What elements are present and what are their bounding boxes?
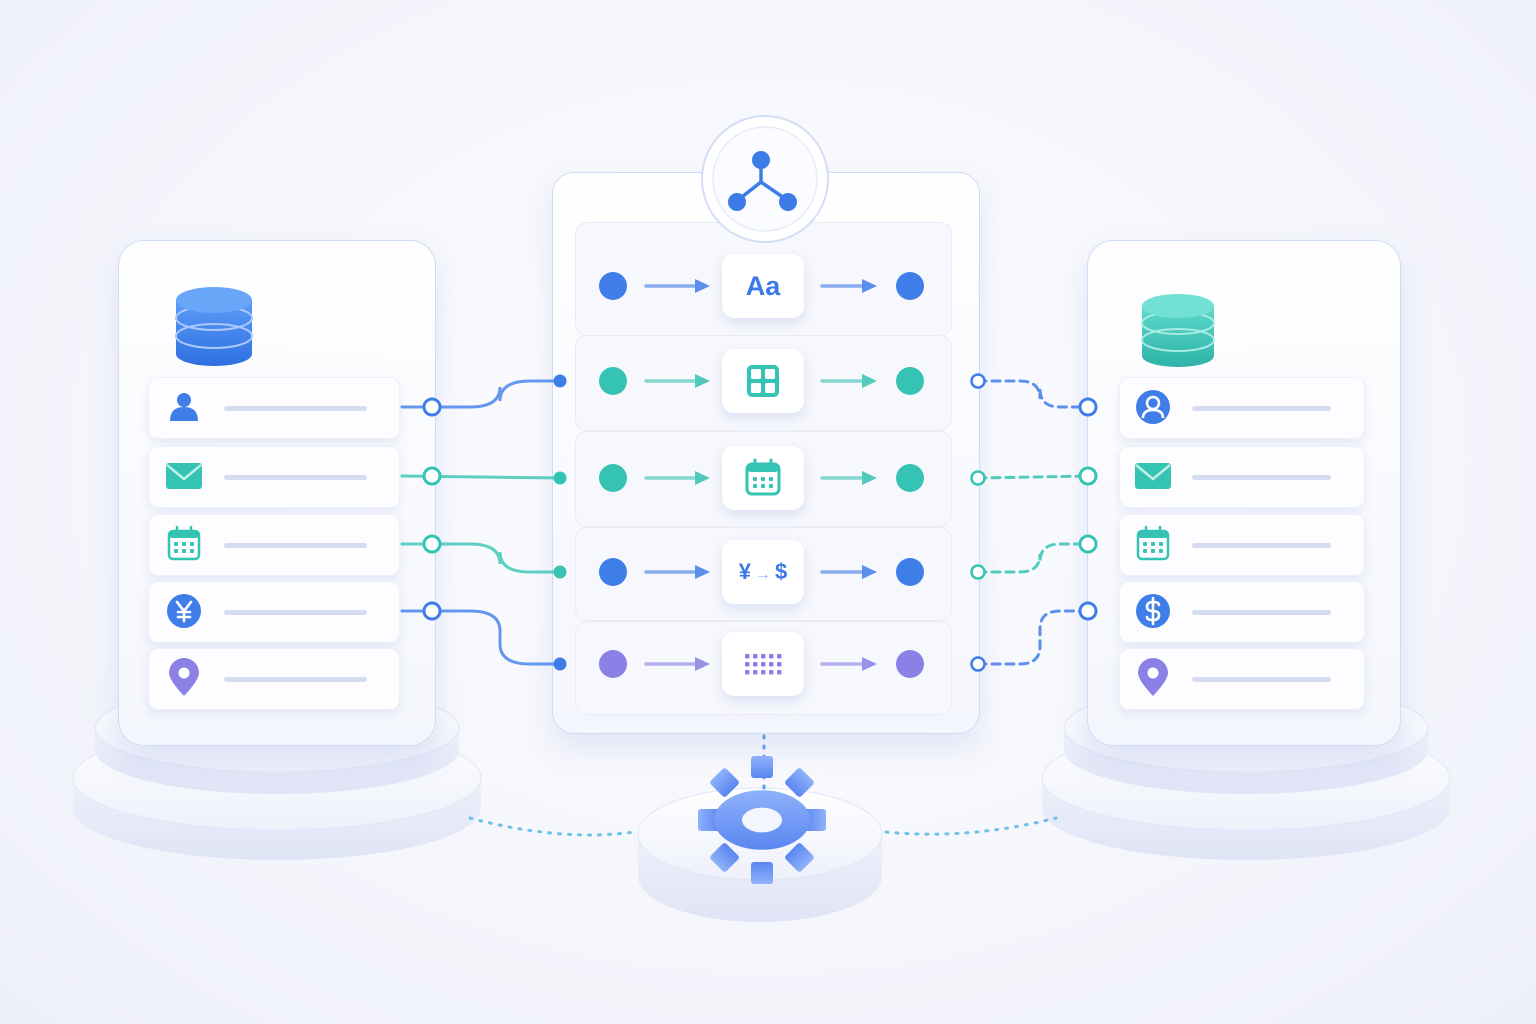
mapping-flow	[599, 464, 924, 492]
field-placeholder-line	[1192, 475, 1331, 480]
field-placeholder-line	[1192, 610, 1331, 615]
field-placeholder-line	[1192, 543, 1331, 548]
arrow-icon	[820, 279, 877, 293]
output-dot	[896, 650, 924, 678]
field-placeholder-line	[1192, 677, 1331, 682]
branch-network-icon	[701, 115, 829, 243]
target-field-row	[1119, 377, 1365, 439]
arrow-icon	[644, 279, 710, 293]
yen-icon	[167, 594, 201, 628]
source-connector	[400, 374, 567, 417]
calendar-icon	[1136, 525, 1170, 561]
currency-convert-icon: ¥→$	[722, 540, 804, 604]
mail-icon	[1135, 463, 1171, 489]
field-placeholder-line	[224, 406, 367, 411]
mapping-flow	[599, 650, 924, 678]
convert-arrow-icon: →	[755, 566, 771, 583]
currency-to: $	[775, 559, 788, 584]
target-connector	[970, 373, 1098, 417]
output-dot	[896, 272, 924, 300]
field-placeholder-line	[1192, 406, 1331, 411]
input-dot	[599, 650, 627, 678]
arrow-icon	[644, 471, 710, 485]
output-dot	[896, 558, 924, 586]
arrow-icon	[644, 374, 710, 388]
text-format-label: Aa	[745, 270, 781, 301]
mail-icon	[166, 463, 202, 489]
table-grid-icon	[722, 349, 804, 413]
calendar-icon	[167, 525, 201, 561]
mapping-flow	[599, 367, 924, 395]
arrow-icon	[820, 471, 877, 485]
dollar-icon	[1136, 594, 1170, 628]
user-circle-icon	[1136, 390, 1170, 424]
arrow-icon	[820, 657, 877, 671]
source-database-icon	[175, 287, 253, 366]
target-database-icon	[1141, 294, 1215, 367]
source-connector	[400, 534, 567, 579]
target-field-row	[1119, 648, 1365, 710]
arrow-icon	[644, 657, 710, 671]
field-placeholder-line	[224, 677, 367, 682]
target-connector	[970, 534, 1098, 580]
input-dot	[599, 558, 627, 586]
source-connector	[400, 466, 567, 486]
field-icons-layer	[166, 390, 1171, 696]
target-connector	[970, 601, 1098, 672]
mapping-flow	[599, 558, 924, 586]
arrow-icon	[820, 565, 877, 579]
input-dot	[599, 464, 627, 492]
target-connector	[970, 466, 1098, 486]
location-pin-icon	[169, 658, 199, 696]
input-dot	[599, 272, 627, 300]
currency-convert-label: ¥→$	[739, 559, 788, 585]
gear-dotted-links	[468, 734, 1058, 837]
calendar-icon	[722, 446, 804, 510]
field-placeholder-line	[224, 543, 367, 548]
input-dot	[599, 367, 627, 395]
currency-from: ¥	[738, 559, 751, 584]
arrow-icon	[820, 374, 877, 388]
mapping-flow	[599, 272, 924, 300]
user-icon	[170, 393, 198, 421]
mapping-rows-layer	[599, 272, 924, 678]
text-format-icon: Aa	[722, 254, 804, 318]
field-placeholder-line	[224, 475, 367, 480]
field-placeholder-line	[224, 610, 367, 615]
connectors-layer	[400, 373, 1098, 672]
arrow-icon	[644, 565, 710, 579]
output-dot	[896, 464, 924, 492]
dot-grid-icon	[722, 632, 804, 696]
gear-icon	[698, 756, 826, 884]
output-dot	[896, 367, 924, 395]
location-pin-icon	[1138, 658, 1168, 696]
source-connector	[400, 601, 567, 671]
